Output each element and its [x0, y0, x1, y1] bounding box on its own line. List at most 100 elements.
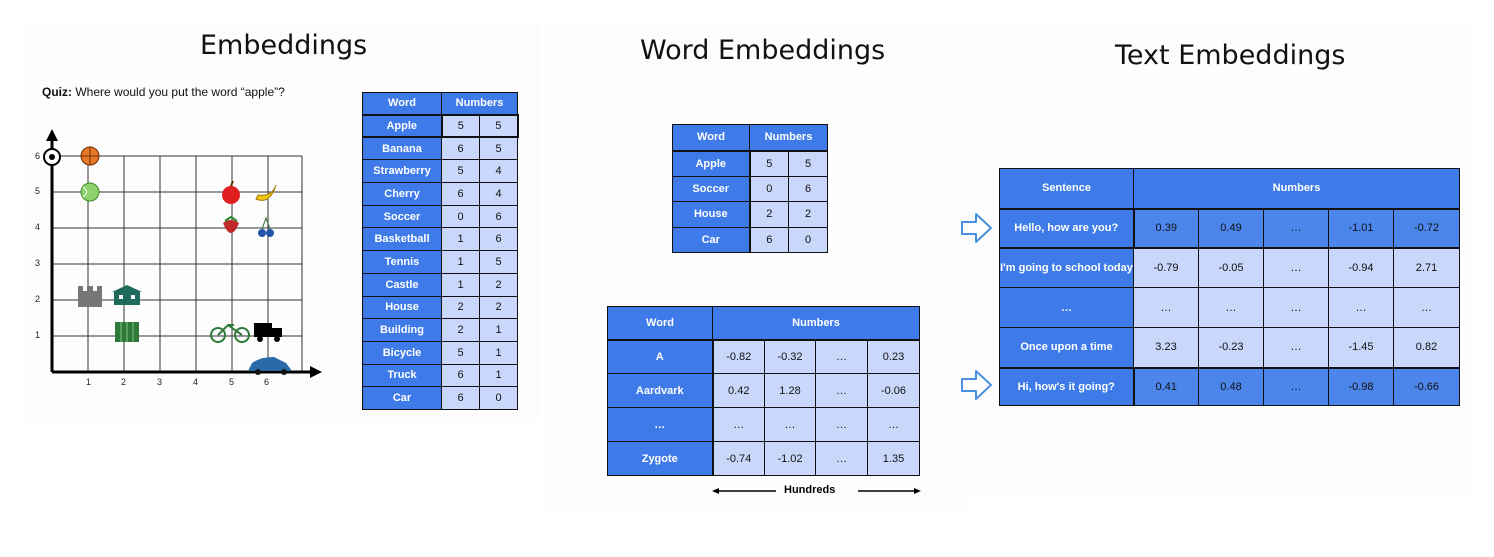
number-cell: 0.49 — [1198, 207, 1264, 249]
number-cell: 6 — [441, 136, 480, 161]
number-cell: 2 — [479, 295, 518, 320]
number-cell: 1 — [441, 227, 480, 252]
number-cell: 5 — [479, 113, 519, 138]
number-cell: -1.01 — [1328, 207, 1394, 249]
number-cell: … — [764, 407, 816, 442]
quiz-label: Quiz: — [42, 85, 72, 99]
word-cell: A — [607, 338, 714, 374]
basketball-icon — [80, 146, 100, 166]
word-cell: Car — [672, 226, 751, 253]
number-cell: … — [1263, 287, 1329, 328]
number-cell: 6 — [441, 182, 480, 206]
number-cell: 5 — [441, 159, 480, 184]
number-cell: -1.45 — [1328, 327, 1394, 368]
y-tick-3: 3 — [35, 258, 41, 268]
number-cell: 2 — [441, 318, 480, 342]
number-cell: 6 — [749, 226, 789, 253]
number-cell: 1 — [441, 250, 480, 274]
number-cell: … — [867, 407, 920, 442]
strawberry-icon — [223, 215, 239, 233]
number-cell: 0.48 — [1198, 366, 1264, 406]
word-cell: Castle — [362, 272, 442, 297]
number-cell: 0.39 — [1133, 207, 1199, 249]
word-cell: Apple — [362, 113, 443, 138]
word-cell: Soccer — [362, 204, 442, 229]
cherry-icon — [258, 216, 274, 237]
number-cell: 6 — [788, 175, 828, 202]
number-cell: 5 — [788, 149, 828, 177]
number-cell: 5 — [479, 250, 518, 274]
number-cell: 5 — [749, 149, 789, 177]
y-tick-1: 1 — [35, 330, 41, 340]
house-icon — [112, 285, 142, 305]
tennis-ball-icon — [80, 182, 100, 202]
arrow-right-icon — [961, 213, 992, 243]
number-cell: -0.72 — [1392, 207, 1461, 249]
x-tick-5: 5 — [229, 377, 235, 387]
x-tick-2: 2 — [121, 377, 127, 387]
number-cell: -1.02 — [764, 441, 816, 476]
number-cell: … — [1263, 207, 1329, 249]
sentence-cell: … — [999, 287, 1134, 328]
number-cell: -0.94 — [1328, 247, 1394, 288]
number-cell: 0 — [479, 386, 518, 410]
number-cell: 6 — [441, 363, 480, 388]
word-cell: Banana — [362, 136, 442, 161]
x-tick-4: 4 — [193, 377, 199, 387]
y-tick-2: 2 — [35, 294, 41, 304]
apple-icon — [222, 180, 240, 204]
y-tick-6: 6 — [35, 151, 41, 161]
castle-icon — [78, 286, 102, 307]
number-cell: … — [815, 338, 868, 374]
word-cell: Car — [362, 386, 442, 410]
banana-icon — [255, 184, 277, 201]
double-arrow-icon — [712, 488, 921, 494]
word-cell: Soccer — [672, 175, 751, 202]
number-cell: 1.28 — [764, 373, 816, 408]
number-cell: -0.82 — [712, 338, 765, 374]
number-cell: -0.06 — [867, 373, 920, 408]
number-cell: 3.23 — [1133, 327, 1199, 368]
word-cell: Zygote — [607, 441, 714, 476]
number-cell: … — [1263, 327, 1329, 368]
bicycle-icon — [210, 323, 250, 343]
word-cell: Strawberry — [362, 159, 442, 184]
header-numbers: Numbers — [1132, 168, 1461, 209]
sentence-cell: Once upon a time — [999, 327, 1134, 368]
arrow-right-icon — [961, 370, 992, 400]
word-cell: Aardvark — [607, 373, 714, 408]
number-cell: -0.23 — [1198, 327, 1264, 368]
soccer-ball-icon — [43, 148, 61, 166]
header-numbers: Numbers — [441, 92, 518, 115]
x-tick-6: 6 — [264, 377, 270, 387]
number-cell: 0.42 — [712, 373, 765, 408]
number-cell: 6 — [479, 204, 518, 229]
number-cell: … — [712, 407, 765, 442]
number-cell: 0.82 — [1392, 327, 1461, 368]
number-cell: … — [815, 373, 868, 408]
quiz-text: Quiz: Where would you put the word “appl… — [42, 85, 285, 99]
hundreds-label: Hundreds — [784, 484, 836, 496]
word-cell: Basketball — [362, 227, 442, 252]
plot-axes — [46, 129, 322, 378]
word-cell: Bicycle — [362, 340, 442, 365]
header-word: Word — [672, 124, 750, 151]
header-word: Word — [362, 92, 442, 115]
number-cell: 2 — [749, 201, 789, 228]
number-cell: -0.66 — [1392, 366, 1461, 406]
number-cell: … — [1392, 287, 1461, 328]
word-cell: Cherry — [362, 182, 442, 206]
number-cell: 4 — [479, 182, 518, 206]
word-cell: House — [362, 295, 442, 320]
text-embeddings-title: Text Embeddings — [1115, 40, 1346, 71]
number-cell: 0.41 — [1133, 366, 1199, 406]
word-cell: … — [607, 407, 714, 442]
number-cell: 0 — [749, 175, 789, 202]
number-cell: … — [815, 441, 868, 476]
number-cell: … — [1263, 247, 1329, 288]
word-cell: Building — [362, 318, 442, 342]
number-cell: 1 — [479, 318, 518, 342]
